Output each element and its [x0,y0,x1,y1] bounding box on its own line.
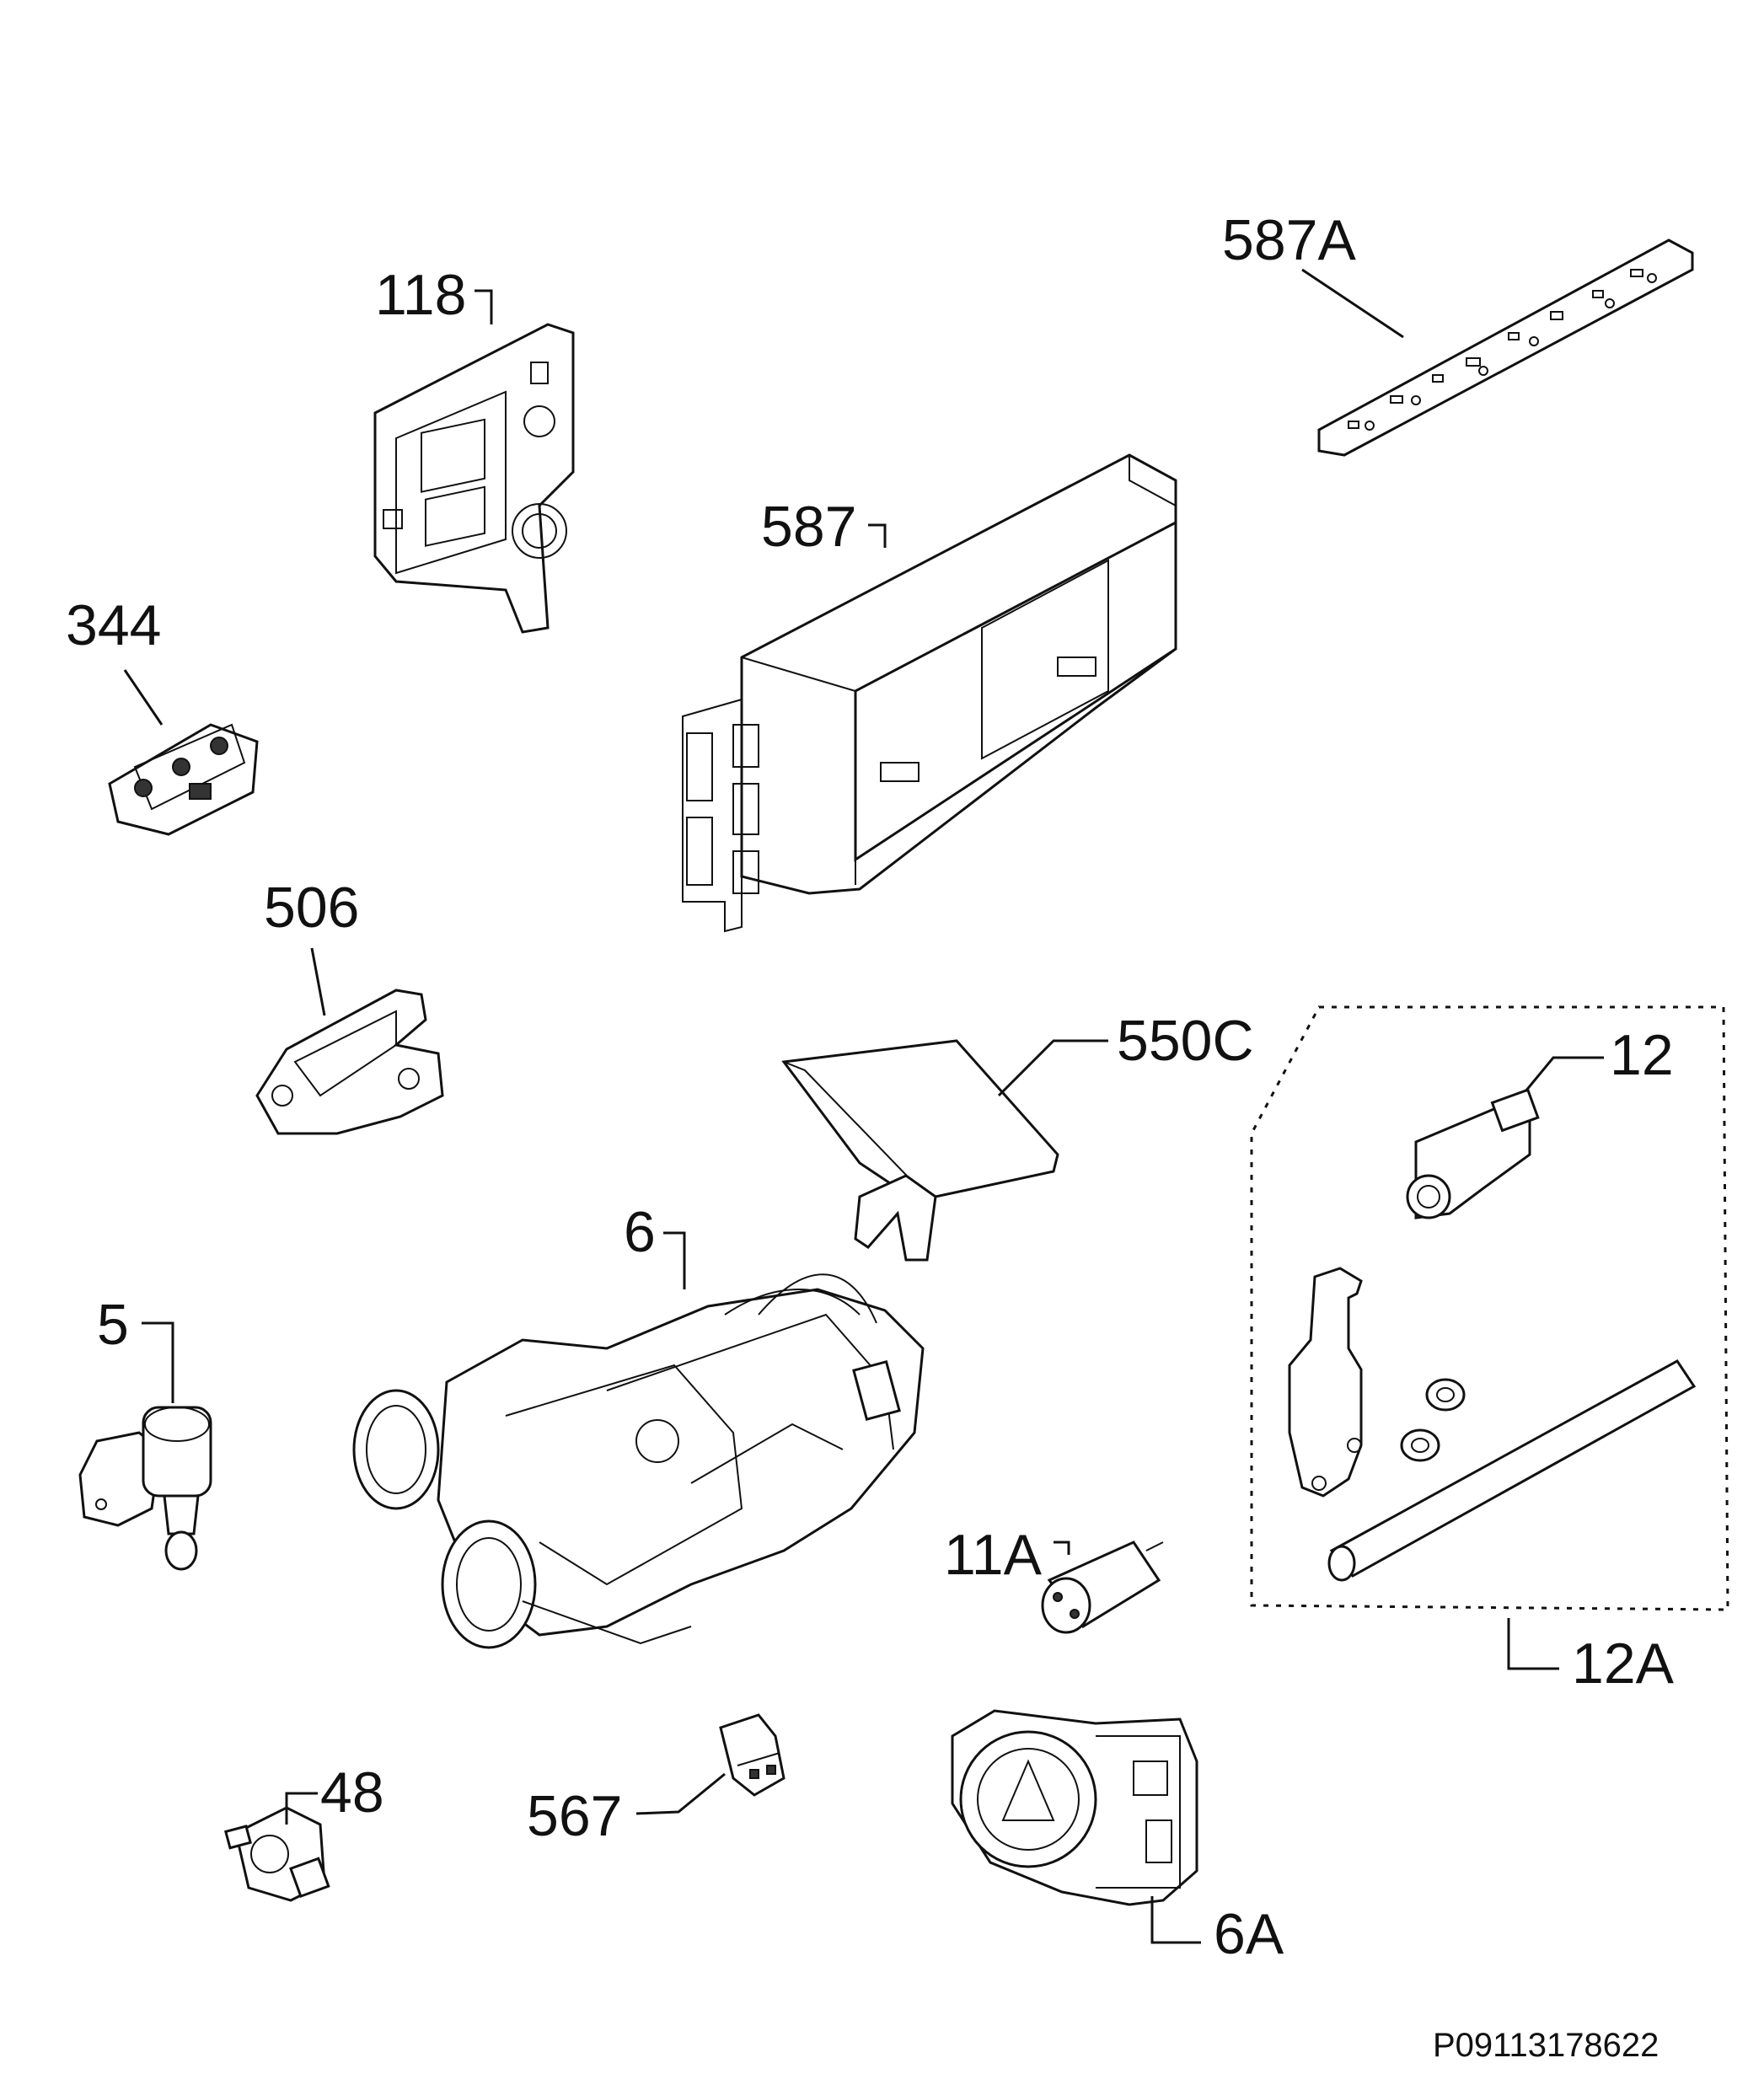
leader-118 [475,289,493,324]
leader-587 [868,523,887,548]
label-587A: 587A [1222,208,1356,272]
part-506-lever[interactable] [255,989,444,1135]
label-12A: 12A [1572,1632,1675,1696]
label-506: 506 [264,876,359,940]
leader-5 [142,1321,174,1403]
leader-550C [997,1039,1108,1097]
leader-12A [1507,1618,1559,1670]
part-118-dispenser[interactable] [373,323,575,634]
label-6: 6 [624,1200,656,1264]
leader-6 [663,1231,686,1289]
part-12-pressure-switch[interactable] [1406,1088,1540,1219]
leader-344 [123,669,164,726]
leader-12 [1524,1056,1604,1092]
leader-48 [285,1792,318,1825]
leader-567 [635,1772,726,1815]
label-587: 587 [761,495,856,559]
leader-587A [1301,268,1404,339]
part-587-electronic-module[interactable] [682,453,1177,933]
leader-6A [1150,1896,1201,1944]
part-5-inlet-valve[interactable] [78,1406,212,1571]
label-5: 5 [97,1293,129,1357]
leader-506 [310,947,326,1016]
label-344: 344 [66,593,161,657]
part-11A-capacitor[interactable] [1041,1541,1164,1634]
part-6A-drain-pump[interactable] [951,1709,1198,1906]
part-6-circulation-pump[interactable] [352,1273,925,1649]
label-567: 567 [527,1784,622,1848]
part-567-connector[interactable] [719,1713,785,1797]
label-550C: 550C [1117,1009,1254,1073]
part-587A-control-board[interactable] [1317,238,1694,457]
label-6A: 6A [1214,1902,1284,1966]
part-12A-kit[interactable] [1288,1267,1697,1582]
label-12: 12 [1610,1023,1674,1087]
part-550C-cover[interactable] [781,1039,1059,1262]
label-11A: 11A [944,1523,1043,1587]
leader-11A [1054,1541,1070,1555]
label-48: 48 [320,1760,384,1825]
label-118: 118 [375,263,466,327]
drawing-code: P09113178622 [1433,2027,1659,2064]
part-48-sensor[interactable] [223,1806,330,1902]
part-344-door-lock[interactable] [108,723,259,836]
